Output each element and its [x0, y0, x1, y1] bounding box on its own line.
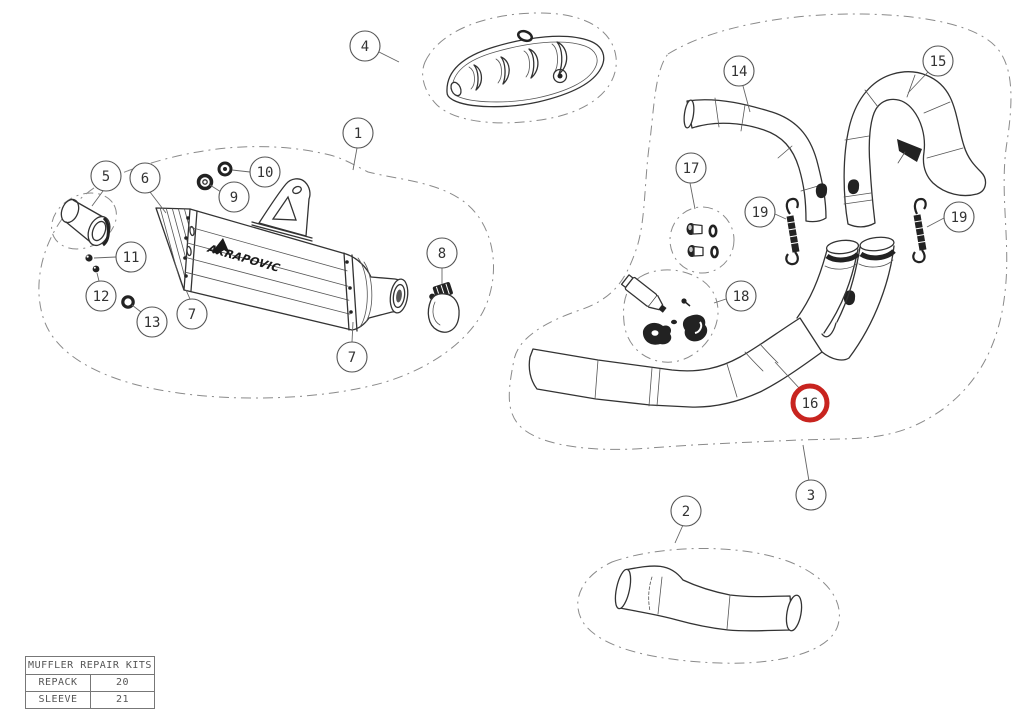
ball-part-11	[85, 254, 93, 262]
callout-7-front[interactable]: 7	[176, 298, 208, 330]
callout-7-rear[interactable]: 7	[336, 341, 368, 373]
repack-label: REPACK	[26, 675, 91, 691]
end-cap-part	[60, 198, 111, 247]
spring-right	[912, 197, 929, 264]
svg-text:17: 17	[683, 161, 700, 177]
header-group-boundary	[508, 13, 1012, 450]
callout-11[interactable]: 11	[115, 241, 147, 273]
table-row-sleeve: SLEEVE 21	[26, 691, 154, 708]
svg-text:16: 16	[802, 396, 819, 412]
callout-9[interactable]: 9	[218, 181, 250, 213]
svg-text:13: 13	[144, 315, 161, 331]
end-cap-boundary	[51, 192, 117, 250]
washer-part	[196, 173, 214, 191]
bracket-kit-boundary	[623, 269, 719, 363]
ball-part-12	[92, 265, 100, 273]
header-pipes	[528, 71, 987, 408]
collector-sleeves	[796, 236, 896, 361]
svg-text:1: 1	[354, 126, 362, 142]
spring-left	[785, 197, 802, 266]
repack-part-number: 20	[115, 677, 130, 688]
leader-lines	[91, 51, 945, 544]
callouts: 4 1 5 6 10 9 11 12 13 7 7 8 14 15 17 19 …	[85, 30, 975, 527]
callout-3[interactable]: 3	[795, 479, 827, 511]
link-pipe	[614, 565, 803, 632]
collector-pipe	[528, 317, 823, 408]
callout-15[interactable]: 15	[922, 45, 954, 77]
callout-19-right[interactable]: 19	[943, 201, 975, 233]
svg-text:18: 18	[733, 289, 750, 305]
heat-shield-group-boundary	[422, 12, 617, 124]
svg-text:8: 8	[438, 246, 446, 262]
svg-text:10: 10	[257, 165, 274, 181]
clamp-part	[427, 282, 460, 333]
table-title: MUFFLER REPAIR KITS	[26, 657, 154, 675]
callout-4[interactable]: 4	[349, 30, 381, 62]
svg-text:7: 7	[188, 307, 196, 323]
header-pipe-right	[843, 71, 987, 228]
bolt-kit-parts	[686, 223, 719, 259]
svg-text:19: 19	[752, 205, 769, 221]
group-boundaries	[38, 12, 1012, 664]
callout-19-left[interactable]: 19	[744, 196, 776, 228]
svg-text:19: 19	[951, 210, 968, 226]
svg-text:4: 4	[361, 39, 369, 55]
link-pipe-group-boundary	[577, 548, 840, 664]
svg-text:5: 5	[102, 169, 110, 185]
callout-14[interactable]: 14	[723, 55, 755, 87]
svg-text:12: 12	[93, 289, 110, 305]
svg-text:9: 9	[230, 190, 238, 206]
svg-text:3: 3	[807, 488, 815, 504]
svg-text:6: 6	[141, 171, 149, 187]
muffler-hardware	[60, 161, 460, 333]
svg-text:11: 11	[123, 250, 140, 266]
callout-12[interactable]: 12	[85, 280, 117, 312]
muffler-repair-kits-table: MUFFLER REPAIR KITS REPACK 20 SLEEVE 21	[25, 656, 155, 709]
callout-16-highlighted[interactable]: 16	[790, 383, 830, 423]
callout-6[interactable]: 6	[129, 162, 161, 194]
svg-text:7: 7	[348, 350, 356, 366]
muffler-bracket	[251, 178, 313, 242]
svg-text:2: 2	[682, 504, 690, 520]
svg-text:14: 14	[731, 64, 748, 80]
callout-2[interactable]: 2	[670, 495, 702, 527]
bracket-kit-parts	[620, 274, 708, 345]
spring-hook-tabs	[815, 179, 860, 306]
table-row-repack: REPACK 20	[26, 675, 154, 691]
bolt-kit-boundary	[669, 206, 735, 274]
header-pipe-left	[683, 97, 827, 223]
callout-18[interactable]: 18	[725, 280, 757, 312]
callout-17[interactable]: 17	[675, 152, 707, 184]
heat-shield	[446, 29, 605, 108]
sleeve-label: SLEEVE	[26, 692, 91, 708]
grommet-part-13	[121, 295, 135, 309]
svg-text:15: 15	[930, 54, 947, 70]
callout-10[interactable]: 10	[249, 156, 281, 188]
callout-8[interactable]: 8	[426, 237, 458, 269]
callout-5[interactable]: 5	[90, 160, 122, 192]
callout-1[interactable]: 1	[342, 117, 374, 149]
muffler: AKRAPOVIC	[155, 178, 409, 332]
sleeve-part-number: 21	[115, 694, 130, 705]
callout-13[interactable]: 13	[136, 306, 168, 338]
